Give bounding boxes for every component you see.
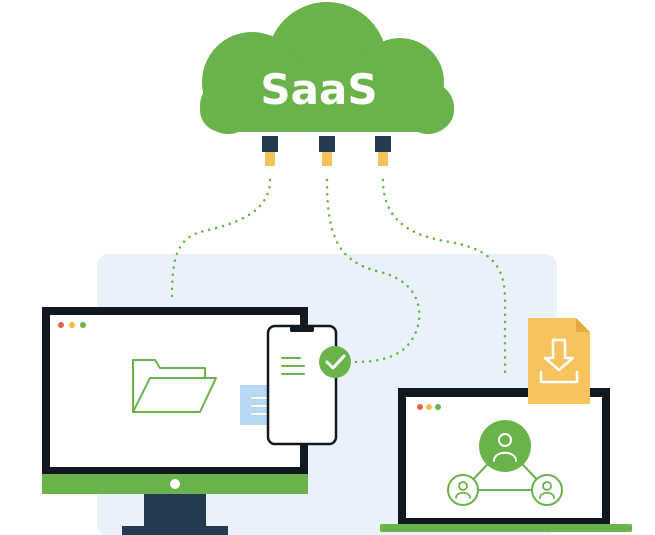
- download-document-icon: [528, 318, 590, 404]
- phone-body: [266, 324, 338, 446]
- cloud-label: SaaS: [260, 65, 377, 114]
- cloud-icon: [200, 2, 454, 134]
- phone-text-lines: [281, 357, 305, 375]
- phone-notch: [290, 326, 314, 332]
- monitor-stand-base: [122, 526, 228, 535]
- window-maximize-dot: [80, 322, 86, 328]
- monitor-power-dot: [170, 479, 180, 489]
- monitor-stand-neck: [144, 494, 206, 526]
- connector-right: [375, 136, 391, 166]
- laptop-window-close-dot: [417, 404, 423, 410]
- connection-line-laptop: [381, 178, 507, 374]
- window-minimize-dot: [69, 322, 75, 328]
- connection-lines: [170, 178, 507, 374]
- user-icon: [479, 420, 531, 472]
- laptop-window-maximize-dot: [435, 404, 441, 410]
- user-icon: [447, 474, 479, 506]
- connection-line-monitor: [170, 178, 272, 302]
- smartphone: [266, 324, 338, 446]
- laptop-base: [380, 524, 632, 532]
- connector-center: [319, 136, 335, 166]
- connector-left: [262, 136, 278, 166]
- laptop-window-minimize-dot: [426, 404, 432, 410]
- connection-line-phone: [325, 178, 421, 364]
- window-close-dot: [58, 322, 64, 328]
- cloud-connectors: [262, 136, 391, 166]
- user-icon: [531, 474, 563, 506]
- check-circle-icon: [319, 346, 351, 378]
- user-network-icon: [447, 420, 563, 506]
- folder-icon: [132, 359, 217, 413]
